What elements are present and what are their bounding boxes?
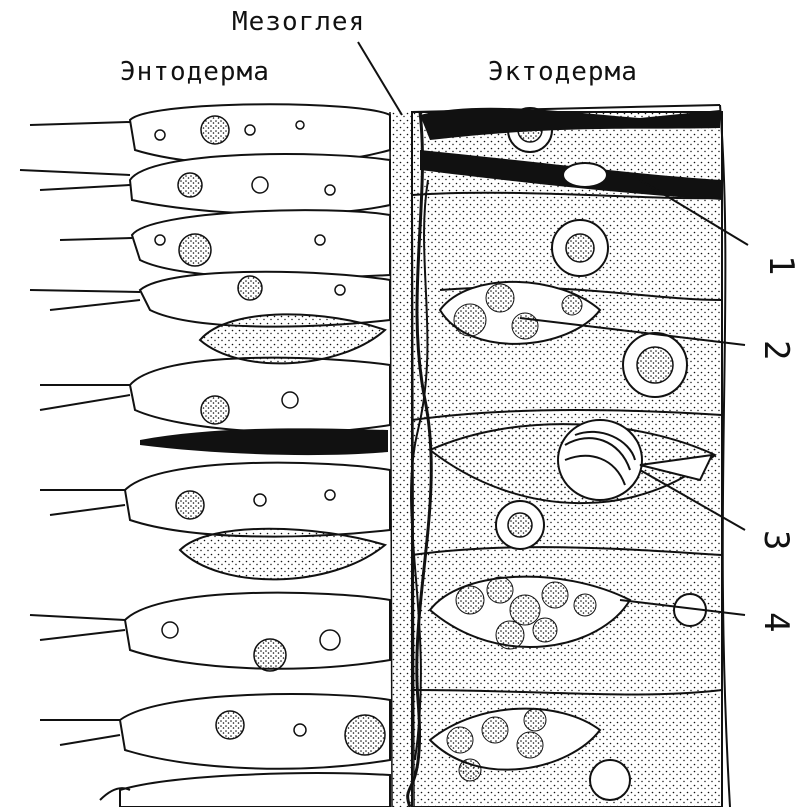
- mesoglea-pointer: [358, 42, 402, 115]
- callout-1: 1: [761, 255, 795, 275]
- mesoglea-label: Мезоглея: [232, 7, 365, 37]
- ectoderm-label: Эктодерма: [488, 57, 638, 87]
- callout-2: 2: [756, 340, 795, 360]
- entoderm-layer: [120, 104, 390, 807]
- callout-3: 3: [756, 530, 795, 550]
- endoderm-black-cell: [140, 428, 388, 455]
- flagella: [20, 122, 140, 800]
- entoderm-label: Энтодерма: [120, 57, 270, 87]
- callout-4: 4: [756, 612, 795, 632]
